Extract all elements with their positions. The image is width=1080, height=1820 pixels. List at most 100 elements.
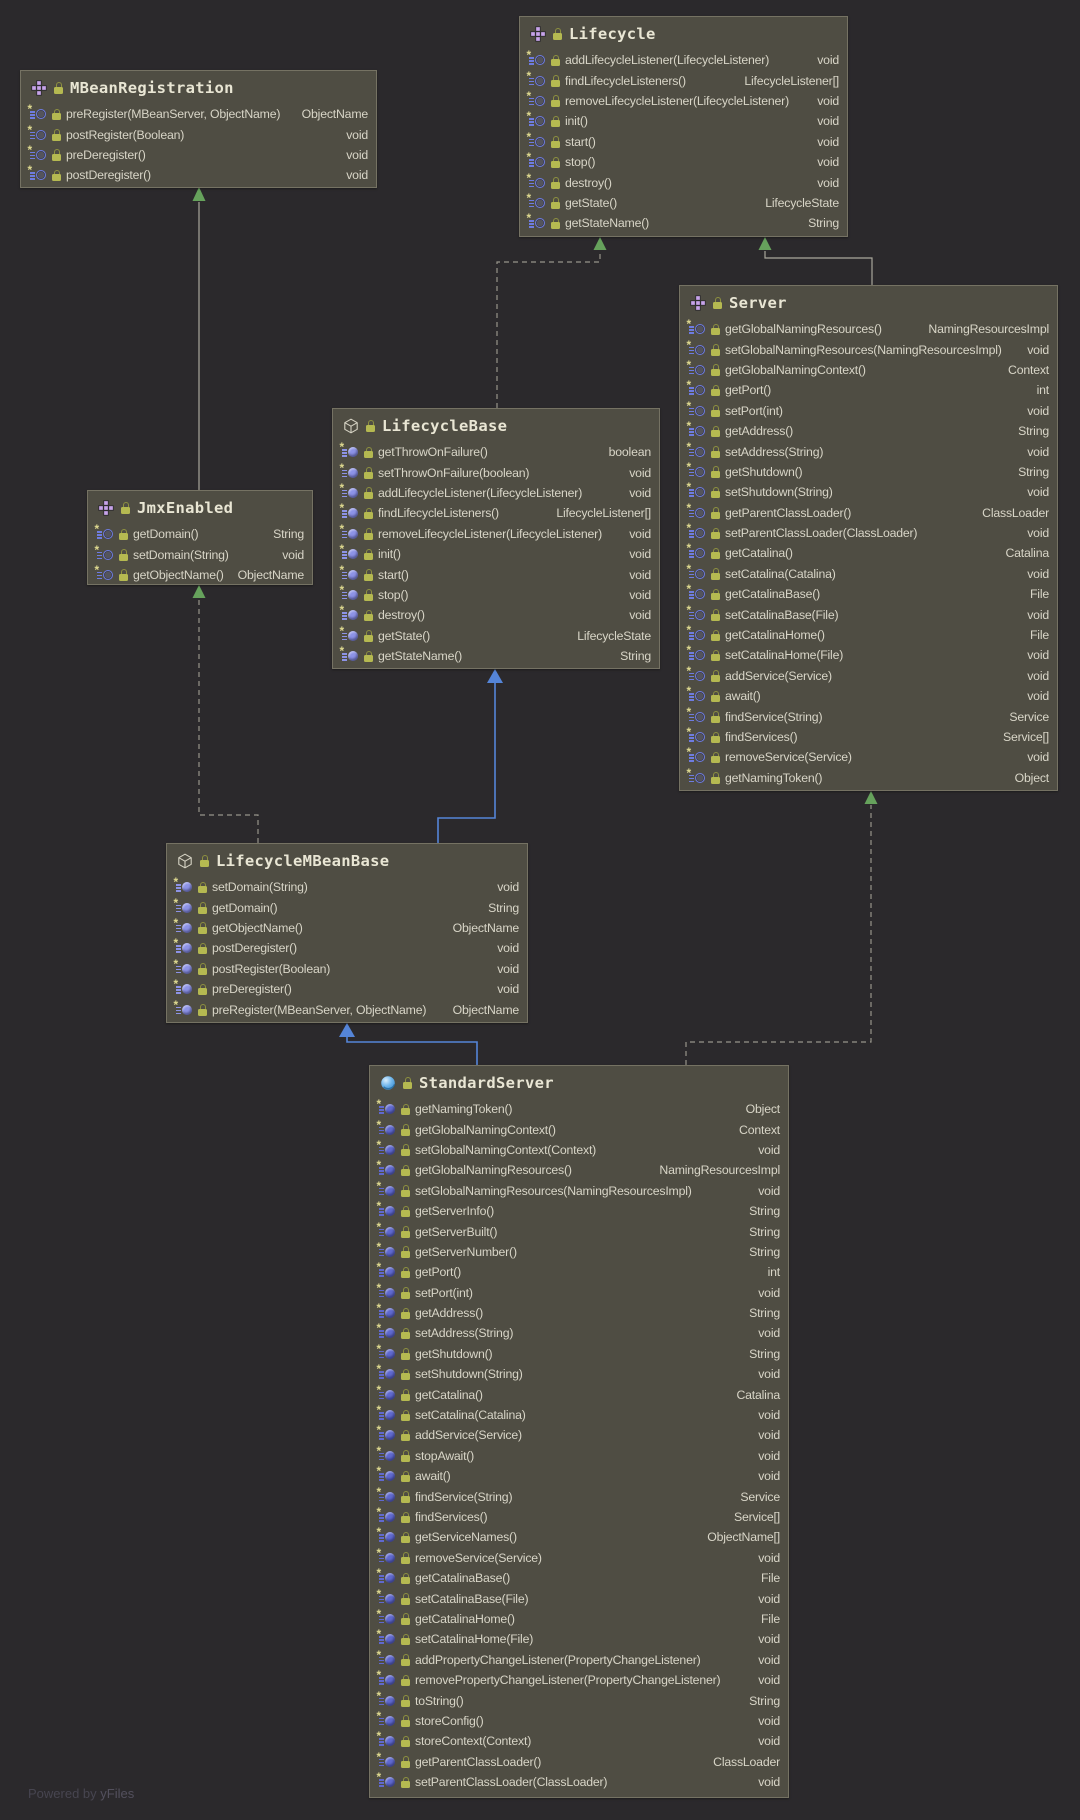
method-row[interactable]: setShutdown(String) void [680, 482, 1057, 502]
method-row[interactable]: setCatalinaBase(File) void [680, 604, 1057, 624]
method-row[interactable]: postRegister(Boolean) void [21, 124, 376, 144]
method-row[interactable]: setCatalina(Catalina) void [680, 564, 1057, 584]
method-row[interactable]: postDeregister() void [21, 165, 376, 185]
method-row[interactable]: getCatalina() Catalina [680, 543, 1057, 563]
method-row[interactable]: preDeregister() void [167, 979, 527, 999]
method-row[interactable]: getParentClassLoader() ClassLoader [370, 1752, 788, 1772]
method-row[interactable]: removeService(Service) void [680, 747, 1057, 767]
method-row[interactable]: findServices() Service[] [680, 727, 1057, 747]
method-row[interactable]: getStateName() String [333, 646, 659, 666]
method-row[interactable]: setCatalinaBase(File) void [370, 1588, 788, 1608]
method-row[interactable]: setCatalinaHome(File) void [370, 1629, 788, 1649]
method-row[interactable]: getGlobalNamingResources() NamingResourc… [680, 319, 1057, 339]
method-row[interactable]: getAddress() String [370, 1303, 788, 1323]
method-row[interactable]: getObjectName() ObjectName [88, 565, 312, 585]
method-row[interactable]: getParentClassLoader() ClassLoader [680, 503, 1057, 523]
method-row[interactable]: await() void [370, 1466, 788, 1486]
method-row[interactable]: setShutdown(String) void [370, 1364, 788, 1384]
class-node-lifecyclembeanbase[interactable]: LifecycleMBeanBase setDomain(String) voi… [166, 843, 528, 1023]
class-node-lifecycle[interactable]: Lifecycle addLifecycleListener(Lifecycle… [519, 16, 848, 237]
method-row[interactable]: preRegister(MBeanServer, ObjectName) Obj… [21, 104, 376, 124]
method-row[interactable]: setDomain(String) void [88, 544, 312, 564]
method-row[interactable]: setAddress(String) void [680, 441, 1057, 461]
edge-standardserver-extends-lifecyclembeanbase[interactable] [339, 1023, 478, 1065]
method-row[interactable]: getCatalinaHome() File [680, 625, 1057, 645]
method-row[interactable]: stop() void [520, 152, 847, 172]
method-row[interactable]: stopAwait() void [370, 1446, 788, 1466]
method-row[interactable]: findService(String) Service [680, 706, 1057, 726]
method-row[interactable]: addService(Service) void [370, 1425, 788, 1445]
class-node-jmxenabled[interactable]: JmxEnabled getDomain() String setDomain(… [87, 490, 313, 585]
method-row[interactable]: setGlobalNamingResources(NamingResources… [680, 339, 1057, 359]
method-row[interactable]: setCatalina(Catalina) void [370, 1405, 788, 1425]
method-row[interactable]: addPropertyChangeListener(PropertyChange… [370, 1650, 788, 1670]
method-row[interactable]: getThrowOnFailure() boolean [333, 442, 659, 462]
method-row[interactable]: setCatalinaHome(File) void [680, 645, 1057, 665]
method-row[interactable]: stop() void [333, 585, 659, 605]
method-row[interactable]: getNamingToken() Object [680, 768, 1057, 788]
method-row[interactable]: destroy() void [333, 605, 659, 625]
method-row[interactable]: destroy() void [520, 172, 847, 192]
method-row[interactable]: setGlobalNamingContext(Context) void [370, 1140, 788, 1160]
method-row[interactable]: setPort(int) void [370, 1283, 788, 1303]
method-row[interactable]: getGlobalNamingResources() NamingResourc… [370, 1160, 788, 1180]
method-row[interactable]: addLifecycleListener(LifecycleListener) … [520, 50, 847, 70]
method-row[interactable]: setPort(int) void [680, 401, 1057, 421]
method-row[interactable]: preDeregister() void [21, 145, 376, 165]
class-node-mbeanregistration[interactable]: MBeanRegistration preRegister(MBeanServe… [20, 70, 377, 188]
method-row[interactable]: setGlobalNamingResources(NamingResources… [370, 1181, 788, 1201]
edge-lifecyclebase-implements-lifecycle[interactable] [496, 237, 607, 408]
method-row[interactable]: findLifecycleListeners() LifecycleListen… [520, 70, 847, 90]
method-row[interactable]: setAddress(String) void [370, 1323, 788, 1343]
method-row[interactable]: setThrowOnFailure(boolean) void [333, 462, 659, 482]
method-row[interactable]: removeService(Service) void [370, 1548, 788, 1568]
method-row[interactable]: getStateName() String [520, 213, 847, 233]
method-row[interactable]: getShutdown() String [370, 1344, 788, 1364]
method-row[interactable]: findLifecycleListeners() LifecycleListen… [333, 503, 659, 523]
edge-server-extends-lifecycle[interactable] [758, 237, 873, 285]
method-row[interactable]: getShutdown() String [680, 462, 1057, 482]
method-row[interactable]: storeConfig() void [370, 1711, 788, 1731]
method-row[interactable]: postDeregister() void [167, 938, 527, 958]
method-row[interactable]: getState() LifecycleState [333, 626, 659, 646]
method-row[interactable]: getCatalinaBase() File [680, 584, 1057, 604]
edge-lifecyclembeanbase-extends-lifecyclebase[interactable] [437, 669, 503, 843]
method-row[interactable]: getPort() int [370, 1262, 788, 1282]
method-row[interactable]: removePropertyChangeListener(PropertyCha… [370, 1670, 788, 1690]
method-row[interactable]: start() void [333, 564, 659, 584]
method-row[interactable]: toString() String [370, 1690, 788, 1710]
method-row[interactable]: removeLifecycleListener(LifecycleListene… [520, 91, 847, 111]
class-node-lifecyclebase[interactable]: LifecycleBase getThrowOnFailure() boolea… [332, 408, 660, 669]
method-row[interactable]: getDomain() String [167, 897, 527, 917]
method-row[interactable]: getCatalina() Catalina [370, 1384, 788, 1404]
method-row[interactable]: getServerInfo() String [370, 1201, 788, 1221]
method-row[interactable]: await() void [680, 686, 1057, 706]
class-node-standardserver[interactable]: StandardServer getNamingToken() Object g… [369, 1065, 789, 1798]
method-row[interactable]: getState() LifecycleState [520, 193, 847, 213]
method-row[interactable]: storeContext(Context) void [370, 1731, 788, 1751]
method-row[interactable]: getGlobalNamingContext() Context [680, 360, 1057, 380]
method-row[interactable]: addLifecycleListener(LifecycleListener) … [333, 483, 659, 503]
method-row[interactable]: init() void [520, 111, 847, 131]
method-row[interactable]: findServices() Service[] [370, 1507, 788, 1527]
edge-lifecyclembeanbase-implements-jmxenabled[interactable] [192, 585, 259, 843]
class-node-server[interactable]: Server getGlobalNamingResources() Naming… [679, 285, 1058, 791]
method-row[interactable]: setParentClassLoader(ClassLoader) void [680, 523, 1057, 543]
yfiles-link[interactable]: yFiles [100, 1786, 135, 1801]
method-row[interactable]: getServerBuilt() String [370, 1221, 788, 1241]
method-row[interactable]: getServiceNames() ObjectName[] [370, 1527, 788, 1547]
method-row[interactable]: start() void [520, 132, 847, 152]
method-row[interactable]: setDomain(String) void [167, 877, 527, 897]
method-row[interactable]: getGlobalNamingContext() Context [370, 1119, 788, 1139]
method-row[interactable]: getPort() int [680, 380, 1057, 400]
method-row[interactable]: getNamingToken() Object [370, 1099, 788, 1119]
method-row[interactable]: removeLifecycleListener(LifecycleListene… [333, 524, 659, 544]
method-row[interactable]: preRegister(MBeanServer, ObjectName) Obj… [167, 999, 527, 1019]
method-row[interactable]: setParentClassLoader(ClassLoader) void [370, 1772, 788, 1792]
method-row[interactable]: getCatalinaHome() File [370, 1609, 788, 1629]
method-row[interactable]: getServerNumber() String [370, 1242, 788, 1262]
method-row[interactable]: addService(Service) void [680, 666, 1057, 686]
method-row[interactable]: getAddress() String [680, 421, 1057, 441]
method-row[interactable]: init() void [333, 544, 659, 564]
edge-jmxenabled-extends-mbeanregistration[interactable] [192, 187, 206, 490]
